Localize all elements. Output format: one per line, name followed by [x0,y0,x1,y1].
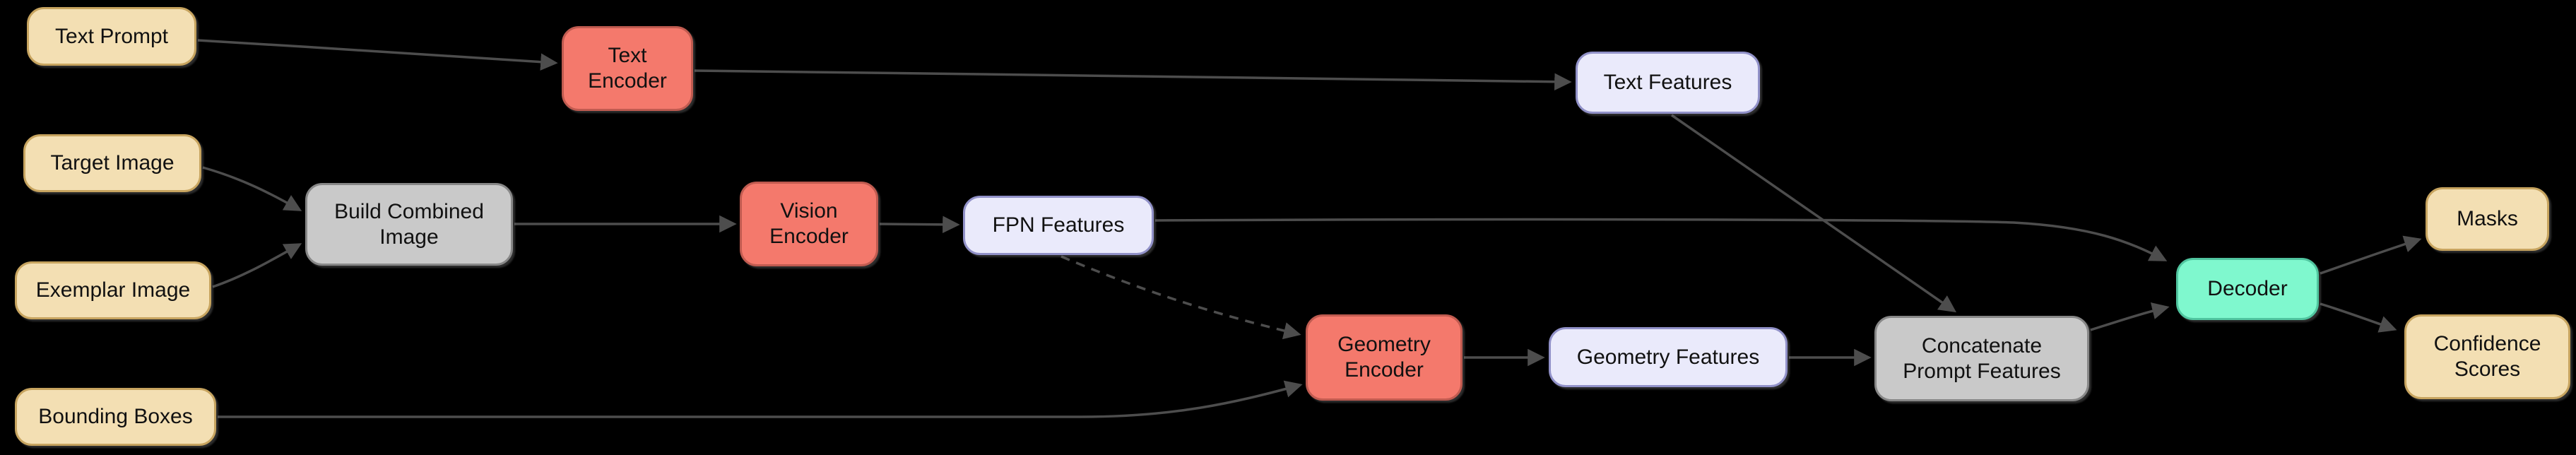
edge-fpn-features-to-geometry-encoder [1060,255,1301,340]
node-bounding-boxes-label: Bounding Boxes [38,405,193,428]
node-masks: Masks [2426,187,2549,251]
node-bounding-boxes: Bounding Boxes [15,388,216,446]
edge-vision-encoder-to-fpn-features [879,215,960,234]
node-text-features-label: Text Features [1603,71,1732,94]
node-text-encoder: Text Encoder [562,26,693,111]
edge-text-features-to-concat-prompt [1671,114,1957,313]
node-vision-encoder-label: Vision Encoder [769,199,849,248]
edge-text-encoder-to-text-features [694,69,1572,90]
edge-bounding-boxes-to-geometry-encoder [218,380,1303,418]
edge-text-prompt-to-text-encoder [197,39,558,71]
node-exemplar-image: Exemplar Image [15,261,211,319]
node-geometry-features-label: Geometry Features [1576,345,1760,369]
edge-target-image-to-build-combined [202,166,302,211]
edge-fpn-features-to-decoder [1154,218,2168,261]
node-confidence-scores: Confidence Scores [2404,314,2570,399]
node-text-features: Text Features [1576,52,1760,114]
node-vision-encoder: Vision Encoder [740,182,878,266]
edge-decoder-to-confidence-scores [2320,302,2397,333]
node-text-encoder-label: Text Encoder [588,44,667,93]
node-geometry-features: Geometry Features [1549,327,1788,387]
node-concatenate-prompt-features: Concatenate Prompt Features [1874,316,2089,401]
node-text-prompt-label: Text Prompt [54,24,169,48]
node-geometry-encoder-label: Geometry Encoder [1337,333,1431,382]
node-build-combined-image-label: Build Combined Image [334,199,484,249]
node-target-image-label: Target Image [50,151,175,175]
node-exemplar-image-label: Exemplar Image [35,278,191,302]
node-build-combined-image: Build Combined Image [305,183,513,266]
node-concatenate-prompt-features-label: Concatenate Prompt Features [1903,333,2061,383]
node-target-image: Target Image [23,134,201,192]
edge-concat-prompt-to-decoder [2090,302,2170,331]
node-text-prompt: Text Prompt [27,7,196,66]
node-masks-label: Masks [2457,207,2518,230]
node-geometry-encoder: Geometry Encoder [1306,314,1463,401]
node-confidence-scores-label: Confidence Scores [2433,332,2541,381]
edge-decoder-to-masks [2320,235,2422,275]
node-fpn-features: FPN Features [963,196,1154,255]
node-decoder-label: Decoder [2207,277,2288,300]
node-fpn-features-label: FPN Features [992,213,1125,237]
edge-exemplar-image-to-build-combined [212,243,302,288]
node-decoder: Decoder [2176,258,2319,320]
